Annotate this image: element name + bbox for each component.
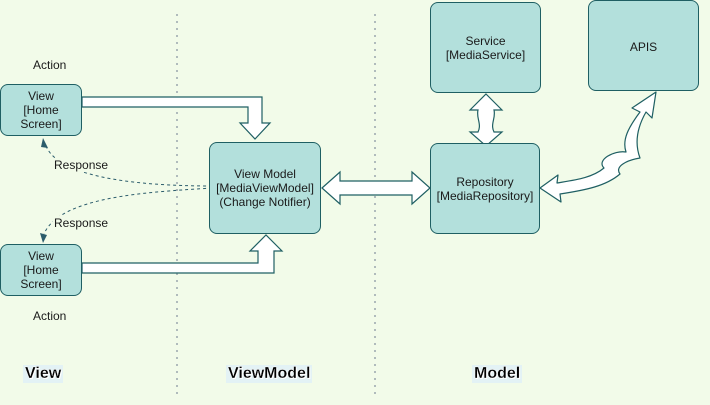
view-model-note: (Change Notifier) — [219, 195, 311, 209]
layer-title-viewmodel: ViewModel — [226, 365, 313, 383]
view-bottom-subtitle: [Home Screen] — [20, 263, 62, 291]
service-title: Service — [465, 33, 506, 48]
view-model-class: [MediaViewModel] — [216, 181, 314, 195]
response-label-bottom: Response — [53, 216, 110, 230]
repository-class: [MediaRepository] — [436, 188, 534, 203]
response-arrowhead-bottom — [40, 233, 47, 243]
action-label-top: Action — [33, 58, 67, 72]
view-top-title: View — [28, 89, 54, 103]
view-model-node[interactable]: View Model [MediaViewModel] (Change Noti… — [209, 142, 321, 234]
view-top-subtitle: [Home Screen] — [20, 103, 62, 131]
view-model-title: View Model — [234, 167, 296, 181]
repository-node[interactable]: Repository [MediaRepository] — [430, 143, 540, 234]
response-arrow-top — [45, 145, 213, 187]
apis-node[interactable]: APIS — [588, 0, 699, 91]
arrow-view-bottom-shape — [81, 234, 284, 274]
response-label-top: Response — [53, 158, 110, 172]
arrow-repository-service — [468, 93, 504, 147]
view-home-screen-top[interactable]: View [Home Screen] — [0, 84, 82, 136]
repository-title: Repository — [456, 174, 514, 189]
view-home-screen-bottom[interactable]: View [Home Screen] — [0, 244, 82, 296]
service-class: [MediaService] — [445, 47, 526, 62]
response-arrowhead-top — [41, 138, 48, 148]
arrow-viewmodel-repository — [321, 170, 431, 206]
service-node[interactable]: Service [MediaService] — [430, 2, 541, 93]
view-bottom-title: View — [28, 249, 54, 263]
arrow-repository-apis — [539, 91, 657, 203]
action-label-bottom: Action — [33, 309, 67, 323]
layer-title-model: Model — [472, 365, 523, 383]
apis-title: APIS — [629, 40, 658, 54]
arrow-view-top-to-viewmodel — [81, 96, 272, 140]
layer-title-view: View — [23, 365, 64, 383]
